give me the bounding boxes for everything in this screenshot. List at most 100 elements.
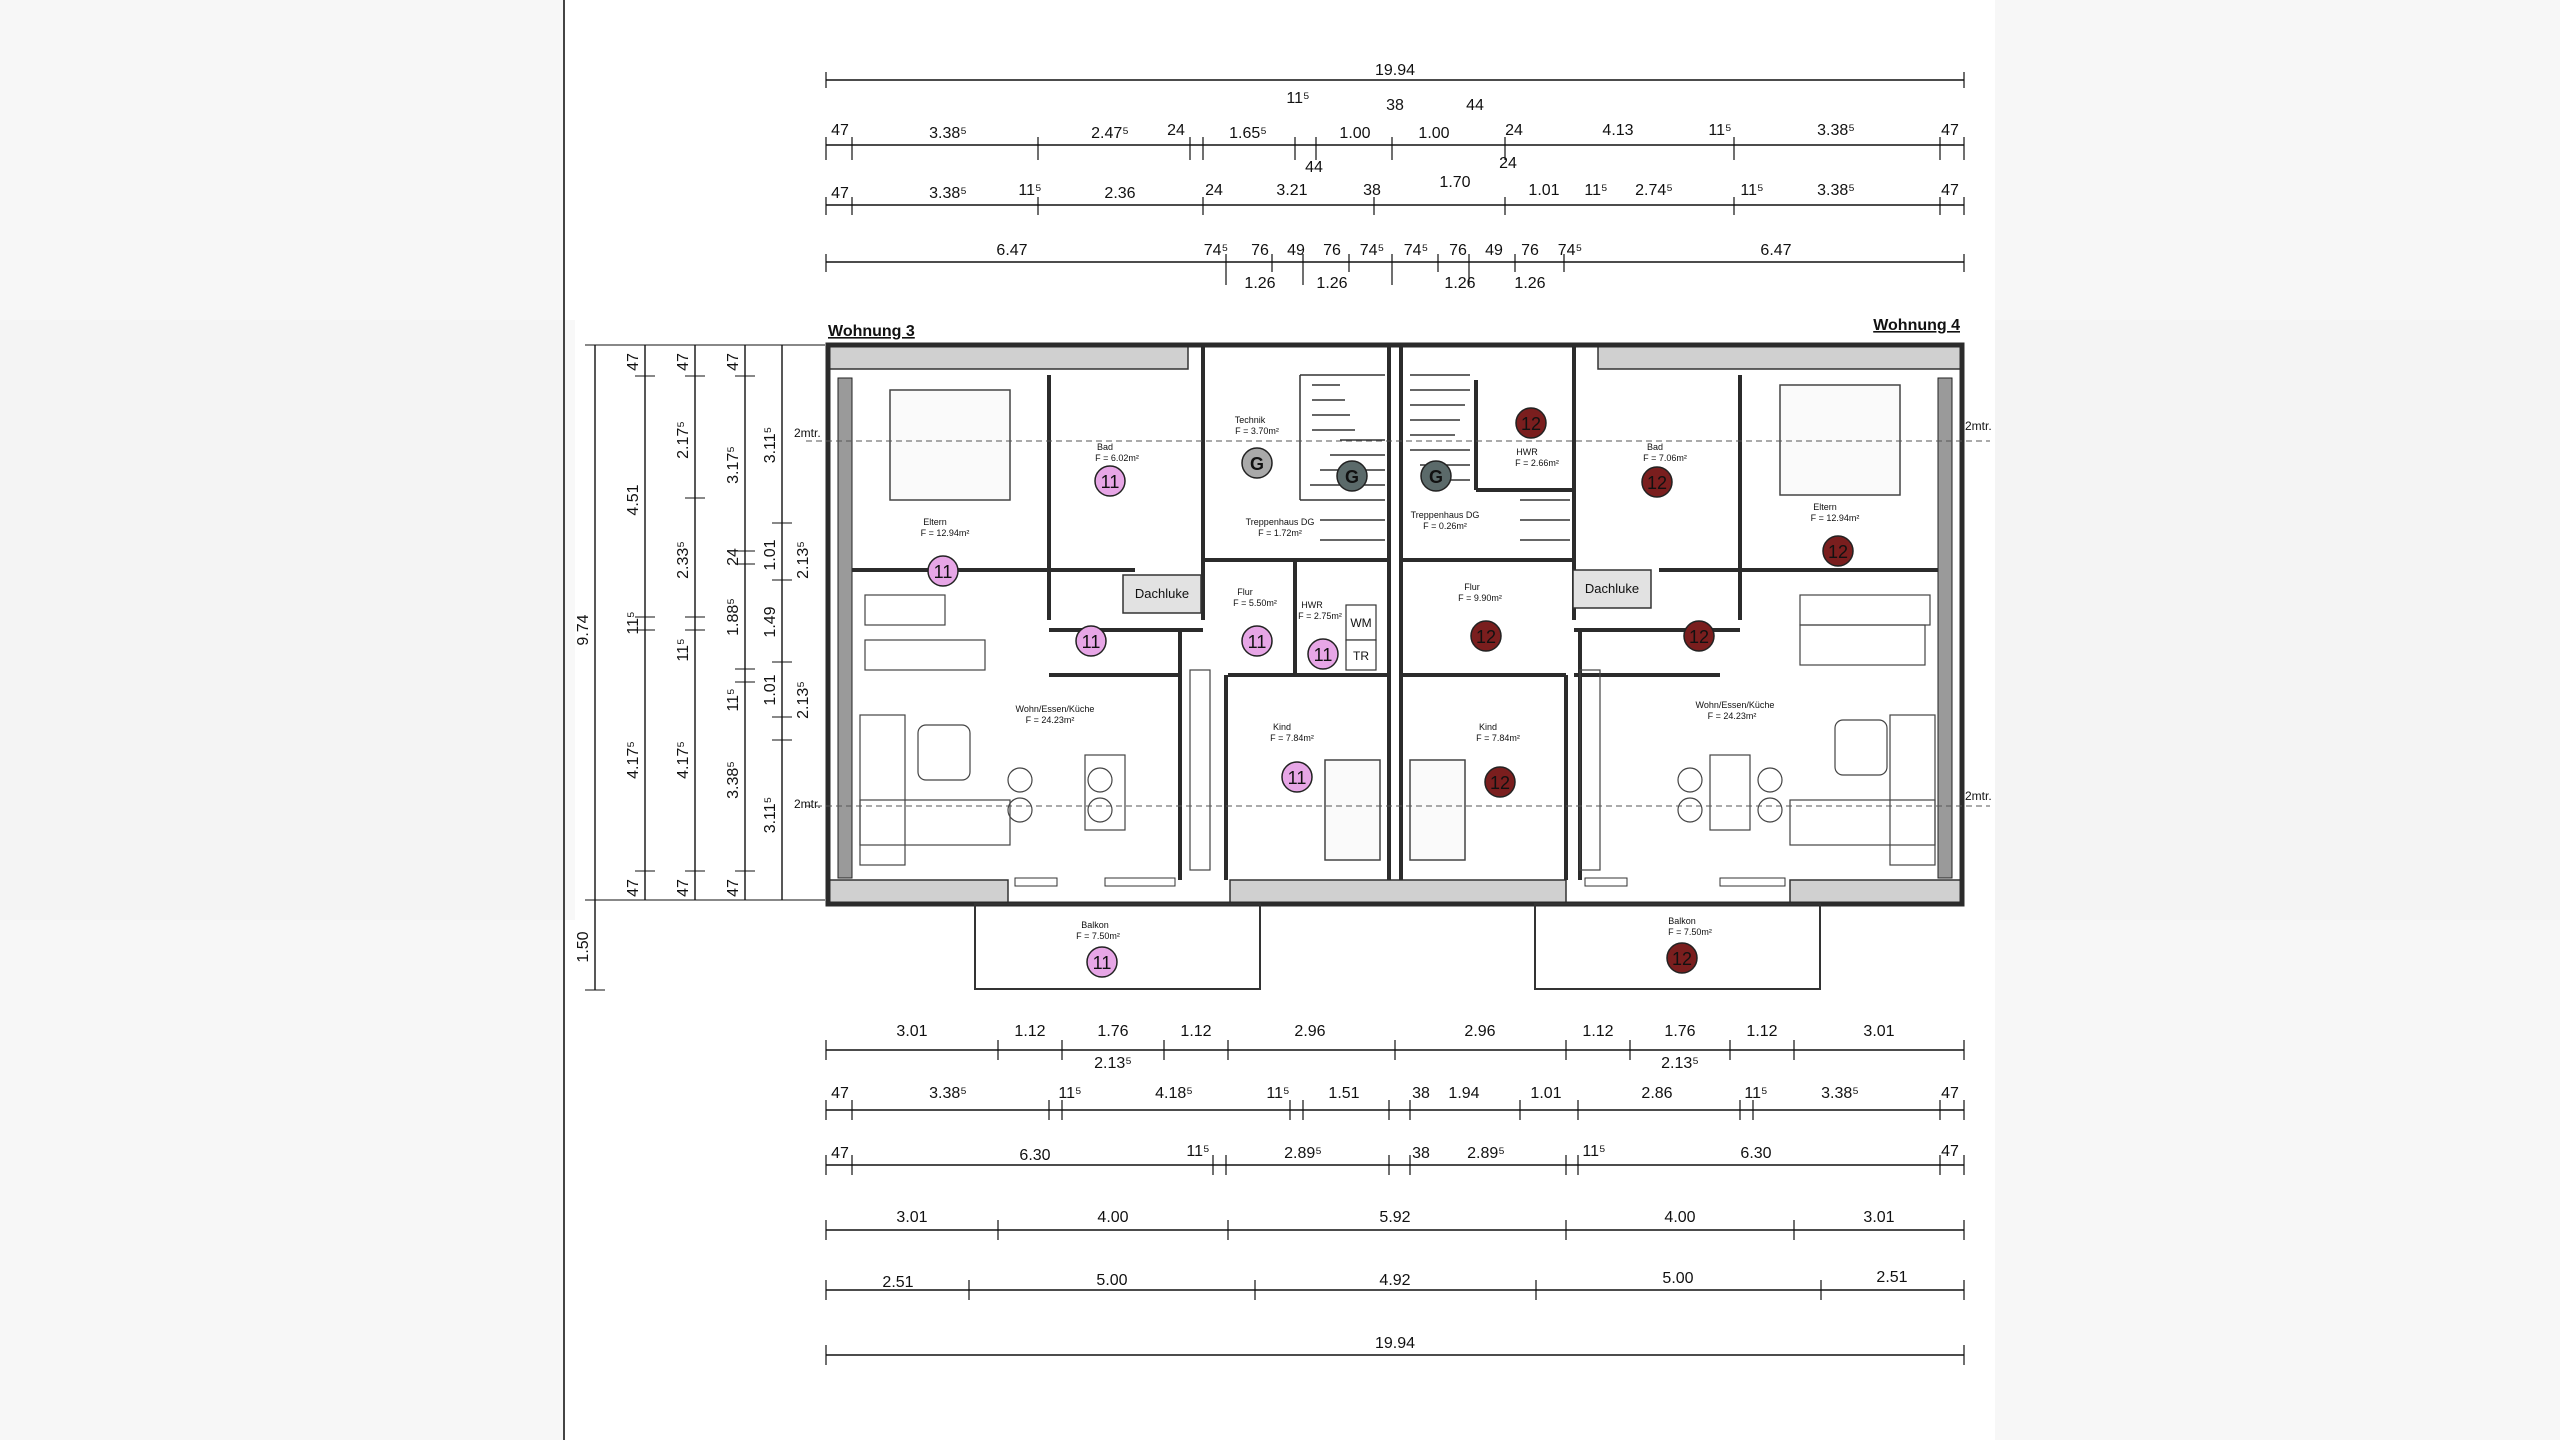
dim-bot-r5-3: 5.00 bbox=[1662, 1270, 1693, 1287]
dim-bot-r2-8: 1.01 bbox=[1530, 1085, 1561, 1102]
room-bad-right: Bad bbox=[1647, 442, 1663, 452]
dim-bot-r4-1: 4.00 bbox=[1097, 1209, 1128, 1226]
dim-top-r2-13: 47 bbox=[1941, 182, 1959, 199]
room-flur-left: Flur bbox=[1237, 587, 1253, 597]
badge-11-eltern: 11 bbox=[934, 562, 953, 582]
room-eltern-right: Eltern bbox=[1813, 502, 1837, 512]
dim-left-c1-0: 47 bbox=[625, 353, 642, 371]
dim-left-total: 9.74 bbox=[575, 614, 592, 645]
badges-wohnung-4: 12 12 12 12 12 12 12 bbox=[1470, 407, 1854, 974]
fixtures: Dachluke Dachluke WM TR bbox=[1122, 569, 1652, 671]
dim-bot-r1s-0: 2.13⁵ bbox=[1094, 1055, 1132, 1072]
dim-bot-r3-3: 2.89⁵ bbox=[1284, 1145, 1322, 1162]
dim-top-r1x-0: 44 bbox=[1305, 159, 1323, 176]
room-treppe-left-area: F = 1.72m² bbox=[1258, 528, 1302, 538]
dim-bot-r1-6: 1.12 bbox=[1582, 1023, 1613, 1040]
dim-bot-r4-2: 5.92 bbox=[1379, 1209, 1410, 1226]
two-mtr-right-top: 2mtr. bbox=[1965, 419, 1992, 433]
dim-top-r2-2: 11⁵ bbox=[1018, 182, 1041, 199]
dim-top-r1-1: 3.38⁵ bbox=[929, 125, 967, 142]
dim-left-c3-1: 3.17⁵ bbox=[725, 446, 742, 484]
room-bad-right-area: F = 7.06m² bbox=[1643, 453, 1687, 463]
badge-11-hwr: 11 bbox=[1314, 645, 1333, 665]
dim-left-c3-5: 3.38⁵ bbox=[725, 761, 742, 799]
dim-top-r1-10: 24 bbox=[1505, 122, 1523, 139]
dim-top-r3s-0: 1.26 bbox=[1244, 275, 1275, 292]
dim-top-r3-7: 76 bbox=[1449, 242, 1467, 259]
dim-bot-r5-4: 2.51 bbox=[1876, 1269, 1907, 1286]
gas-3: G bbox=[1429, 467, 1443, 487]
dim-bot-r1-8: 1.12 bbox=[1746, 1023, 1777, 1040]
two-metre-labels: 2mtr. 2mtr. 2mtr. 2mtr. bbox=[794, 419, 1992, 811]
dachluke-right bbox=[1572, 569, 1652, 609]
dim-bot-r2-12: 47 bbox=[1941, 1085, 1959, 1102]
bottom-dimension-lines bbox=[825, 1040, 1965, 1365]
title-wohnung-4: Wohnung 4 bbox=[1873, 317, 1960, 334]
room-kind-left-area: F = 7.84m² bbox=[1270, 733, 1314, 743]
dim-top-r3-4: 76 bbox=[1323, 242, 1341, 259]
dim-left-c3-2: 24 bbox=[725, 548, 742, 566]
room-balkon-right: Balkon bbox=[1668, 916, 1696, 926]
room-technik: Technik bbox=[1235, 415, 1266, 425]
dim-left-c1-1: 4.51 bbox=[625, 484, 642, 515]
wardrobes bbox=[864, 594, 1931, 671]
badge-12-bad: 12 bbox=[1647, 473, 1667, 493]
dim-bot-r1-9: 3.01 bbox=[1863, 1023, 1894, 1040]
room-eltern-left: Eltern bbox=[923, 517, 947, 527]
floor-plan-image: 19.94 47 3.38⁵ 2.47⁵ 24 1.65⁵ 11⁵ 1.00 3… bbox=[575, 0, 1995, 1440]
dim-bot-r3-2: 11⁵ bbox=[1186, 1143, 1209, 1160]
dim-top-r3-10: 74⁵ bbox=[1558, 242, 1582, 259]
bottom-dimension-labels: 3.01 1.12 1.76 1.12 2.96 2.96 1.12 1.76 … bbox=[831, 1023, 1959, 1352]
dim-bot-r1-0: 3.01 bbox=[896, 1023, 927, 1040]
dachluke-right-label: Dachluke bbox=[1585, 581, 1639, 596]
dim-bot-r3-4: 38 bbox=[1412, 1145, 1430, 1162]
bed-kind-left bbox=[1324, 759, 1381, 861]
bed-eltern-left bbox=[889, 389, 1011, 501]
two-mtr-left-bottom: 2mtr. bbox=[794, 797, 821, 811]
room-labels: Eltern F = 12.94m² Bad F = 6.02m² Techni… bbox=[921, 415, 1860, 941]
dim-left-c5-0: 2.13⁵ bbox=[795, 541, 812, 579]
dim-bot-total: 19.94 bbox=[1375, 1335, 1415, 1352]
dim-top-r1-6: 1.00 bbox=[1339, 125, 1370, 142]
dim-left-c4-0: 3.11⁵ bbox=[762, 427, 779, 464]
bed-eltern-right bbox=[1779, 384, 1901, 496]
room-treppe-right-area: F = 0.26m² bbox=[1423, 521, 1467, 531]
room-flur-left-area: F = 5.50m² bbox=[1233, 598, 1277, 608]
dim-left-c3-0: 47 bbox=[725, 353, 742, 371]
dim-top-r1-14: 47 bbox=[1941, 122, 1959, 139]
building-walls bbox=[825, 342, 1965, 907]
dim-bot-r1-1: 1.12 bbox=[1014, 1023, 1045, 1040]
dim-left-c5-1: 2.13⁵ bbox=[795, 681, 812, 719]
dim-bot-r2-7: 1.94 bbox=[1448, 1085, 1479, 1102]
dim-left-c1-2: 11⁵ bbox=[625, 611, 642, 634]
dim-left-c2-0: 47 bbox=[675, 353, 692, 371]
viewer-divider bbox=[563, 0, 565, 1440]
dim-top-r1-7: 38 bbox=[1386, 97, 1404, 114]
badge-11-flur: 11 bbox=[1248, 632, 1267, 652]
dim-top-r3-2: 76 bbox=[1251, 242, 1269, 259]
dim-left-c2-3: 11⁵ bbox=[675, 638, 692, 661]
left-dimension-lines bbox=[585, 344, 825, 991]
dim-left-c4-4: 3.11⁵ bbox=[762, 797, 779, 834]
top-dimension-labels: 19.94 47 3.38⁵ 2.47⁵ 24 1.65⁵ 11⁵ 1.00 3… bbox=[831, 62, 1959, 292]
dim-top-r3s-3: 1.26 bbox=[1514, 275, 1545, 292]
gas-1: G bbox=[1250, 454, 1264, 474]
badge-12-kind: 12 bbox=[1490, 773, 1510, 793]
dim-top-r2-4: 24 bbox=[1205, 182, 1223, 199]
dim-left-c4-3: 1.01 bbox=[762, 674, 779, 705]
room-treppe-left: Treppenhaus DG bbox=[1246, 517, 1315, 527]
dim-bot-r2-4: 11⁵ bbox=[1266, 1085, 1289, 1102]
room-kind-right: Kind bbox=[1479, 722, 1497, 732]
dim-bot-r2-10: 11⁵ bbox=[1744, 1085, 1767, 1102]
dim-top-r1-13: 3.38⁵ bbox=[1817, 122, 1855, 139]
room-technik-area: F = 3.70m² bbox=[1235, 426, 1279, 436]
badge-11-kind: 11 bbox=[1288, 768, 1307, 788]
dim-top-r1x-1: 24 bbox=[1499, 155, 1517, 172]
dim-bot-r3-1: 6.30 bbox=[1019, 1147, 1050, 1164]
dim-bot-r2-6: 38 bbox=[1412, 1085, 1430, 1102]
dim-bot-r5-2: 4.92 bbox=[1379, 1272, 1410, 1289]
dim-top-r2-9: 11⁵ bbox=[1584, 182, 1607, 199]
dim-left-c2-2: 2.33⁵ bbox=[675, 541, 692, 579]
balkon-left bbox=[974, 903, 1261, 990]
dim-top-r1-0: 47 bbox=[831, 122, 849, 139]
